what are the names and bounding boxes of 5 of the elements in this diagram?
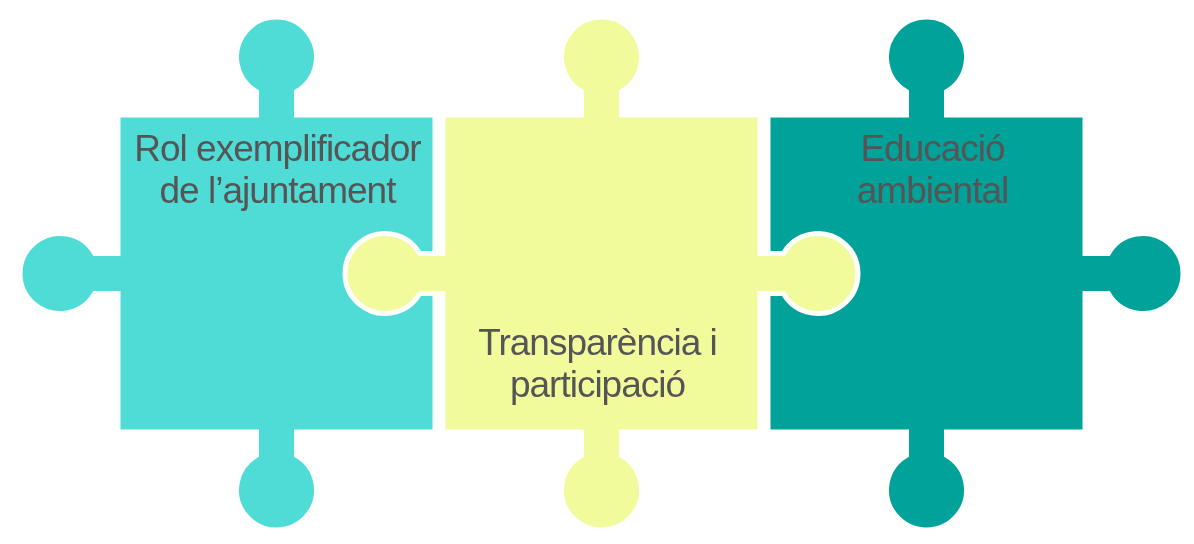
piece-label: Rol exemplificador de l’ajuntament [133,128,422,212]
piece-label: Transparència i participació [477,322,718,406]
piece-label: Educació ambiental [855,128,1010,212]
puzzle-piece [19,16,435,531]
puzzle-piece [768,16,1184,531]
